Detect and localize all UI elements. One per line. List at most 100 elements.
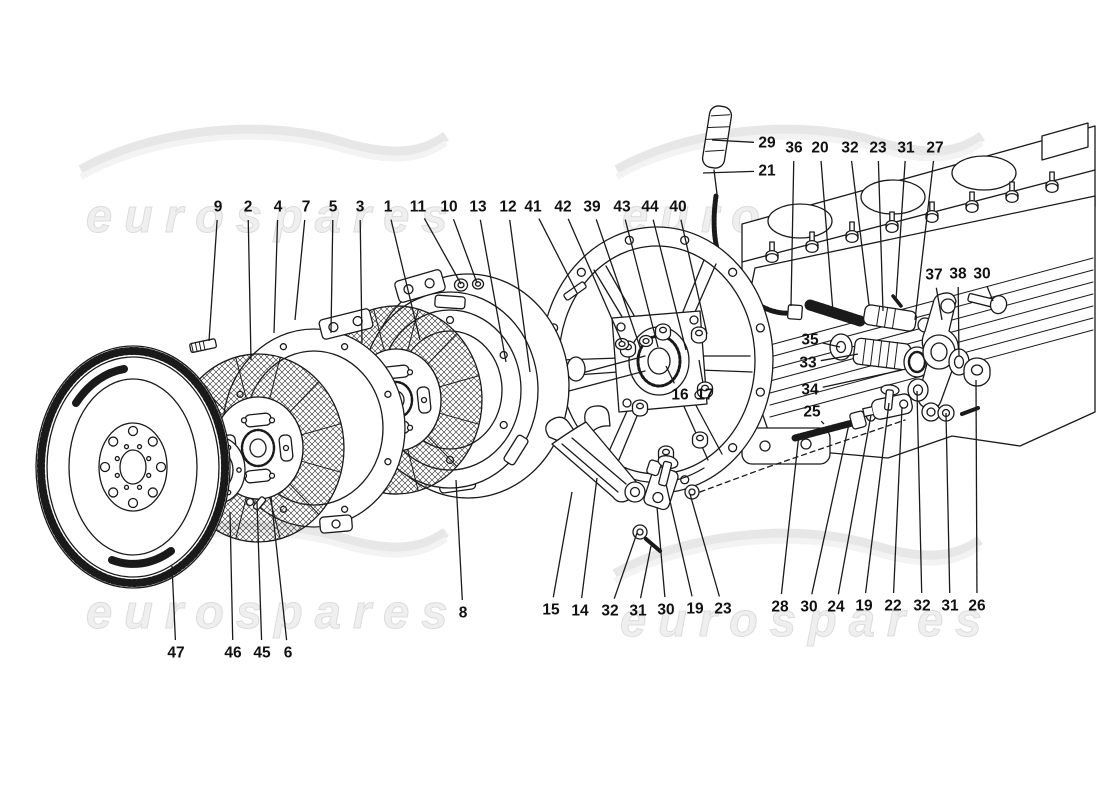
cover-stud xyxy=(563,281,587,301)
leader-line-29-17 xyxy=(711,139,755,143)
part-label-42-12: 42 xyxy=(554,199,571,216)
watermark-swoosh xyxy=(615,133,984,180)
clevis-pin xyxy=(657,455,679,487)
part-label-31-42: 31 xyxy=(629,603,647,620)
leader-line-27-24 xyxy=(914,160,935,321)
part-label-17-33: 17 xyxy=(696,387,713,404)
leader-line-42-12 xyxy=(567,218,623,343)
leader-line-46-35 xyxy=(229,511,234,641)
leader-line-35-28 xyxy=(822,342,841,348)
part-label-38-26: 38 xyxy=(949,266,967,283)
leader-line-17-33 xyxy=(698,359,704,383)
release-fork xyxy=(545,405,646,503)
leader-line-33-29 xyxy=(820,353,859,362)
leader-line-24-48 xyxy=(837,414,872,595)
leader-line-34-30 xyxy=(822,369,903,388)
part-label-19-49: 19 xyxy=(855,598,873,615)
clutch-cable xyxy=(701,105,933,333)
part-label-14-40: 14 xyxy=(571,603,589,620)
part-label-28-46: 28 xyxy=(771,599,789,616)
leader-line-30-27 xyxy=(986,285,994,302)
watermark-text-0: eurospares xyxy=(86,189,459,242)
part-label-41-11: 41 xyxy=(524,199,542,216)
part-label-25-31: 25 xyxy=(803,404,821,421)
flywheel-bolt xyxy=(189,338,217,354)
part-label-35-28: 35 xyxy=(801,332,819,349)
leader-line-10-8 xyxy=(452,218,478,284)
part-label-8-38: 8 xyxy=(459,605,468,622)
watermark-swoosh xyxy=(79,133,448,180)
cable-boot xyxy=(701,105,733,169)
part-label-36-19: 36 xyxy=(785,140,803,157)
leader-line-31-42 xyxy=(639,545,652,599)
part-label-9-0: 9 xyxy=(214,199,223,216)
leader-line-37-25 xyxy=(935,287,943,321)
part-label-46-35: 46 xyxy=(224,645,242,662)
leader-line-32-21 xyxy=(850,160,870,306)
leader-line-28-46 xyxy=(780,433,800,595)
part-label-32-21: 32 xyxy=(841,140,858,157)
part-label-22-50: 22 xyxy=(884,598,901,615)
watermark-swoosh xyxy=(614,124,985,175)
watermark-swoosh xyxy=(78,124,449,175)
leader-line-13-9 xyxy=(479,219,507,363)
part-label-7-3: 7 xyxy=(302,199,311,216)
leader-line-36-19 xyxy=(790,160,795,307)
leader-line-45-36 xyxy=(256,501,263,641)
leader-line-25-31 xyxy=(820,420,825,425)
release-lever xyxy=(917,292,1008,422)
leader-line-26-53 xyxy=(975,379,978,594)
leader-line-1-6 xyxy=(390,219,421,341)
leader-line-38-26 xyxy=(957,286,960,357)
part-label-33-29: 33 xyxy=(799,355,817,372)
part-label-45-36: 45 xyxy=(253,645,271,662)
part-label-39-13: 39 xyxy=(583,199,601,216)
lever-bolt xyxy=(967,293,1008,315)
leader-line-8-38 xyxy=(455,479,463,601)
leader-line-11-7 xyxy=(423,218,462,285)
leader-line-5-4 xyxy=(330,219,334,334)
leader-line-43-14 xyxy=(624,219,659,348)
part-label-23-22: 23 xyxy=(869,140,887,157)
leader-line-40-16 xyxy=(680,219,708,335)
leader-line-47-34 xyxy=(171,565,177,641)
leader-line-7-3 xyxy=(294,219,306,321)
part-label-30-27: 30 xyxy=(973,266,990,283)
part-label-30-43: 30 xyxy=(657,602,674,619)
leader-line-44-15 xyxy=(652,219,687,351)
leader-line-30-43 xyxy=(656,506,666,598)
part-label-20-20: 20 xyxy=(811,140,828,157)
part-label-23-45: 23 xyxy=(714,601,732,618)
part-label-1-6: 1 xyxy=(384,199,393,216)
leader-line-32-41 xyxy=(613,532,638,599)
part-label-15-39: 15 xyxy=(542,602,560,619)
leader-line-4-2 xyxy=(273,219,279,334)
part-label-32-51: 32 xyxy=(913,598,930,615)
leader-line-31-23 xyxy=(895,160,906,301)
leader-line-22-50 xyxy=(892,406,903,594)
part-label-12-10: 12 xyxy=(499,199,516,216)
part-label-16-32: 16 xyxy=(671,387,689,404)
part-label-19-44: 19 xyxy=(686,601,704,618)
release-sleeve-and-spring xyxy=(829,333,931,378)
cable-adjuster xyxy=(862,304,918,332)
cable-spring xyxy=(804,299,866,327)
part-label-30-47: 30 xyxy=(800,599,817,616)
part-label-5-4: 5 xyxy=(329,199,338,216)
part-label-21-18: 21 xyxy=(758,163,776,180)
leader-line-3-5 xyxy=(359,219,363,344)
part-label-31-52: 31 xyxy=(941,598,959,615)
leader-line-16-32 xyxy=(665,365,675,384)
part-label-32-41: 32 xyxy=(601,603,618,620)
part-label-2-1: 2 xyxy=(244,199,253,216)
leader-line-6-37 xyxy=(270,496,288,641)
part-label-34-30: 34 xyxy=(801,382,819,399)
leader-line-19-44 xyxy=(665,483,693,597)
fork-clevis-and-pin xyxy=(632,455,700,553)
leader-line-39-13 xyxy=(595,219,642,351)
part-label-24-48: 24 xyxy=(827,599,845,616)
watermark-swoosh xyxy=(613,537,982,584)
